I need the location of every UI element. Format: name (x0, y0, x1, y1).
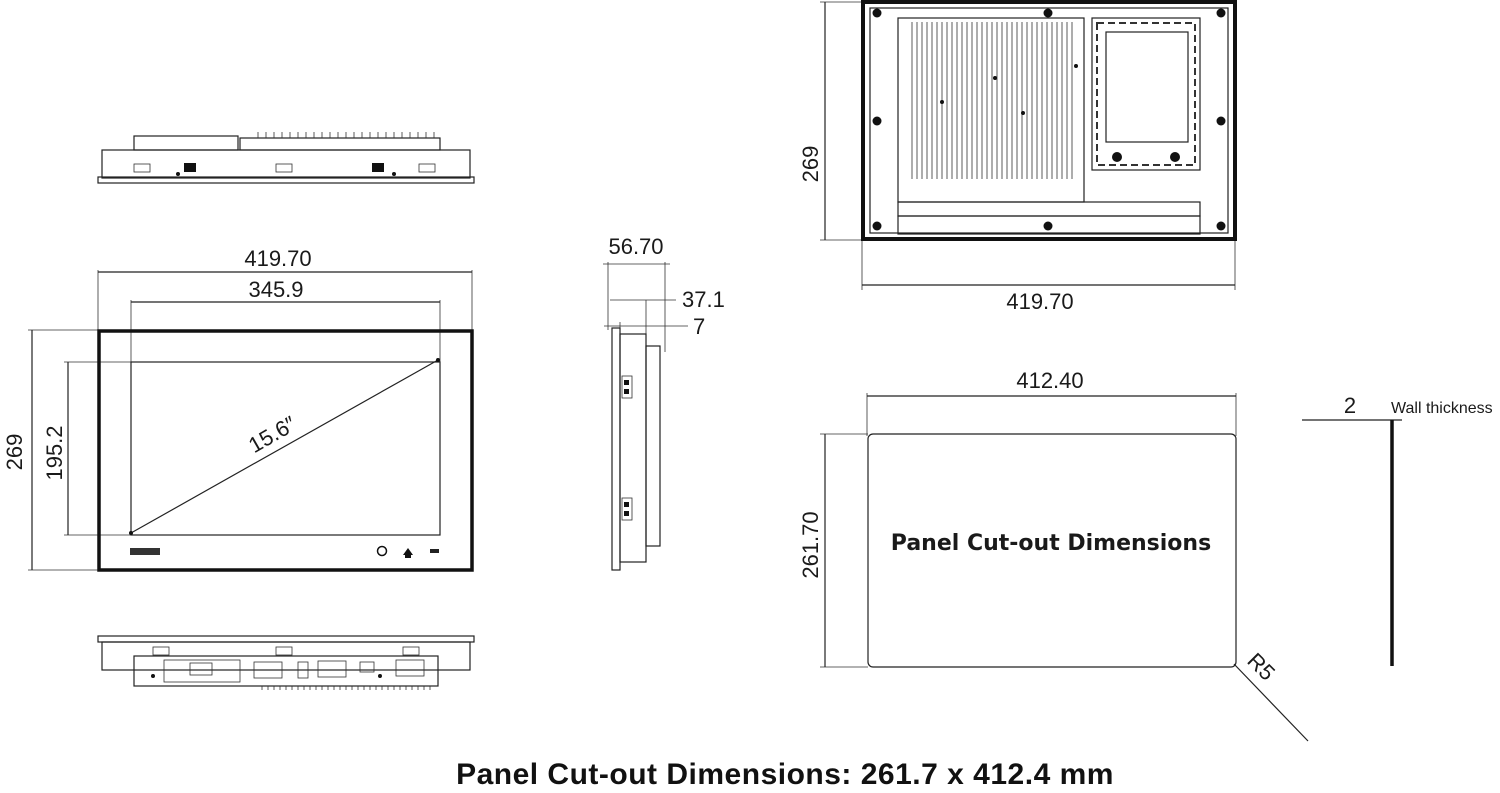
front-screen-height-dim: 195.2 (42, 425, 67, 480)
front-width-dim: 419.70 (244, 246, 311, 271)
cutout-view: 412.40 261.70 Panel Cut-out Dimensions R… (798, 368, 1309, 742)
bottom-view (97, 635, 475, 690)
hdmi-port (359, 661, 375, 673)
usb-port (297, 661, 309, 679)
top-view (97, 132, 475, 184)
led-indicator (430, 549, 439, 553)
rear-width-dim: 419.70 (1006, 289, 1073, 314)
screen-diagonal: 15.6″ (244, 411, 301, 458)
rear-height-dim: 269 (798, 146, 823, 183)
heatsink-fins (911, 22, 1073, 179)
power-icon (376, 545, 388, 557)
corner-radius-dim: R5 (1242, 648, 1280, 686)
top-view-fins (257, 132, 435, 138)
brand-logo (130, 548, 160, 555)
side-depth-dim: 56.70 (608, 234, 663, 259)
front-view: 419.70 345.9 269 195.2 15.6″ (2, 246, 474, 572)
cutout-label: Panel Cut-out Dimensions (891, 531, 1211, 556)
vga-port (253, 661, 283, 679)
side-view: 56.70 37.1 7 (603, 234, 725, 571)
caption: Panel Cut-out Dimensions: 261.7 x 412.4 … (456, 758, 1114, 791)
serial-port (189, 662, 213, 676)
power-connector (395, 659, 425, 677)
cutout-width-dim: 412.40 (1016, 368, 1083, 393)
home-icon (403, 548, 413, 558)
side-body-depth-dim: 37.1 (682, 287, 725, 312)
side-bezel-depth-dim: 7 (693, 314, 705, 339)
front-screen-width-dim: 345.9 (248, 277, 303, 302)
lan-ports (317, 660, 347, 678)
cutout-height-dim: 261.70 (798, 511, 823, 578)
rear-view: 269 419.70 (798, 0, 1237, 314)
wall-thickness-detail: 2 Wall thickness (1302, 393, 1493, 666)
wall-thickness-label: Wall thickness (1391, 400, 1493, 417)
cutout-outline (867, 433, 1237, 668)
front-height-dim: 269 (2, 434, 27, 471)
wall-thickness-value: 2 (1344, 393, 1356, 418)
